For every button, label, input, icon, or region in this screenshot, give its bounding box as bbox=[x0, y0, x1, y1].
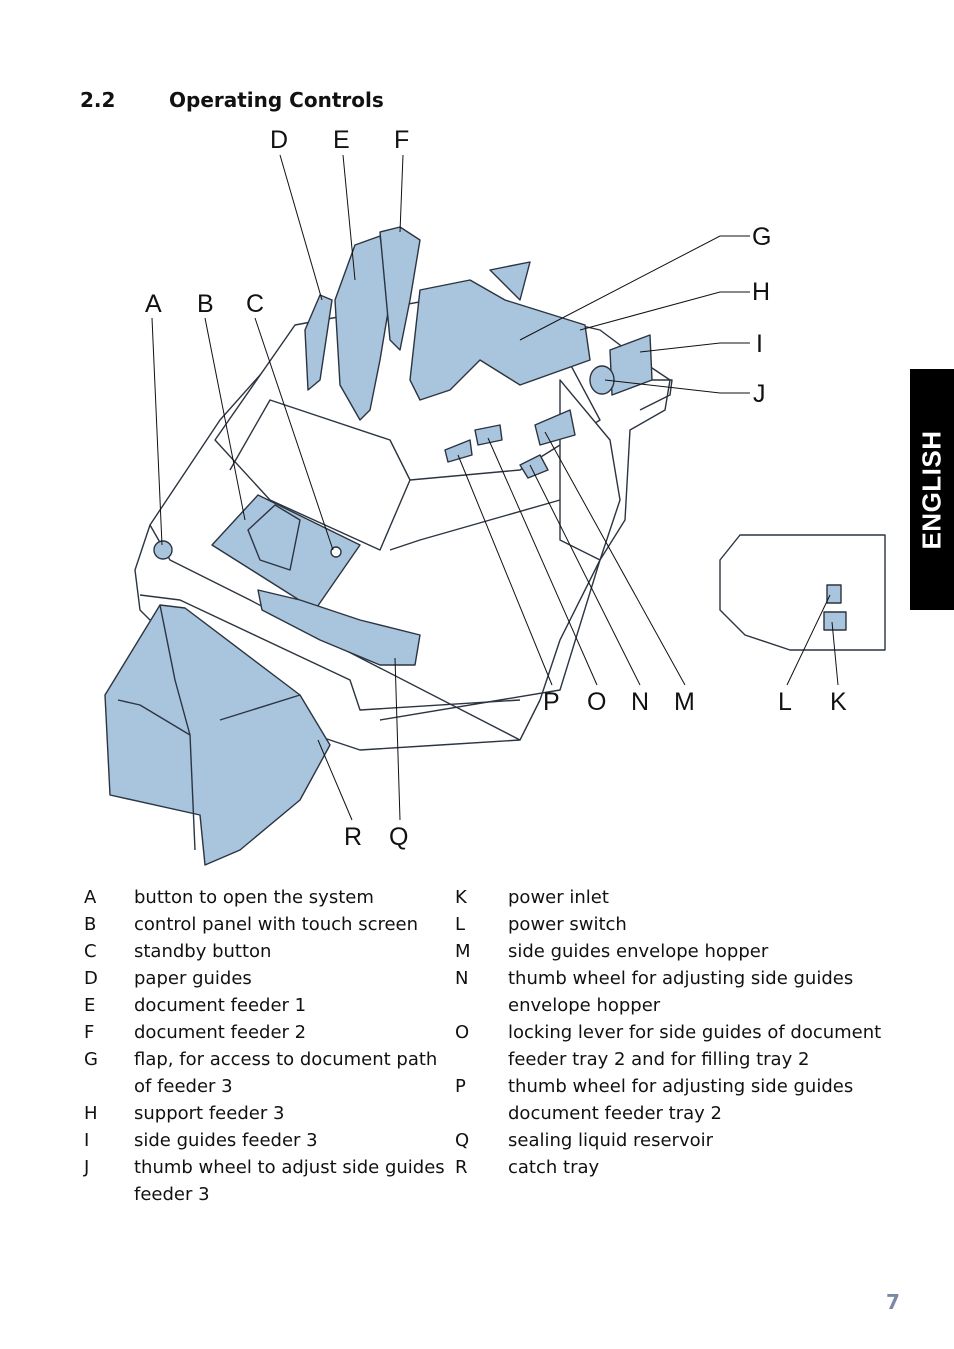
locking-lever-o bbox=[474, 424, 503, 446]
callout-leader-lines bbox=[151, 154, 839, 821]
callout-q: Q bbox=[389, 823, 408, 851]
legend-desc: feeder tray 2 and for filling tray 2 bbox=[508, 1049, 810, 1070]
legend-desc: side guides feeder 3 bbox=[134, 1130, 318, 1151]
callout-l: L bbox=[778, 688, 792, 716]
legend-desc: side guides envelope hopper bbox=[508, 941, 769, 962]
machine-illustration: A B C D E F G H I J K L M N O P Q R bbox=[104, 126, 886, 866]
legend-key: A bbox=[84, 887, 97, 908]
callout-i: I bbox=[756, 330, 763, 358]
legend-desc: paper guides bbox=[134, 968, 252, 989]
legend-key: I bbox=[84, 1130, 90, 1151]
legend-key: D bbox=[84, 968, 98, 989]
legend-key: P bbox=[455, 1076, 466, 1097]
legend-key: N bbox=[455, 968, 469, 989]
legend-desc: power switch bbox=[508, 914, 627, 935]
machine-drawing bbox=[104, 226, 886, 866]
legend-desc: flap, for access to document path bbox=[134, 1049, 438, 1070]
callout-g: G bbox=[752, 223, 771, 251]
legend-desc: sealing liquid reservoir bbox=[508, 1130, 714, 1151]
language-tab: ENGLISH bbox=[910, 369, 954, 610]
callout-r: R bbox=[344, 823, 362, 851]
power-inlet bbox=[823, 611, 847, 631]
legend-key: C bbox=[84, 941, 97, 962]
legend-desc: document feeder tray 2 bbox=[508, 1103, 722, 1124]
power-switch bbox=[826, 584, 842, 604]
page-number: 7 bbox=[886, 1290, 900, 1314]
feeder-3-support bbox=[409, 279, 591, 401]
legend-key: J bbox=[84, 1157, 90, 1178]
legend-desc: thumb wheel to adjust side guides bbox=[134, 1157, 445, 1178]
legend-key: E bbox=[84, 995, 96, 1016]
callout-o: O bbox=[587, 688, 606, 716]
callout-d: D bbox=[270, 126, 288, 154]
callout-f: F bbox=[394, 126, 409, 154]
section-number: 2.2 bbox=[80, 88, 116, 112]
legend-desc: support feeder 3 bbox=[134, 1103, 285, 1124]
legend-desc: button to open the system bbox=[134, 887, 374, 908]
callout-h: H bbox=[752, 278, 770, 306]
callout-m: M bbox=[674, 688, 695, 716]
legend-desc: thumb wheel for adjusting side guides bbox=[508, 1076, 854, 1097]
legend-desc: control panel with touch screen bbox=[134, 914, 419, 935]
legend-desc: document feeder 2 bbox=[134, 1022, 307, 1043]
legend-key: G bbox=[84, 1049, 98, 1070]
thumb-wheel-n bbox=[519, 454, 549, 479]
callout-k: K bbox=[830, 688, 847, 716]
callout-p: P bbox=[543, 688, 560, 716]
legend-desc: catch tray bbox=[508, 1157, 600, 1178]
callout-c: C bbox=[246, 290, 264, 318]
legend-key: R bbox=[455, 1157, 468, 1178]
callout-n: N bbox=[631, 688, 649, 716]
power-side-inset bbox=[719, 534, 886, 651]
thumb-wheel-p bbox=[444, 439, 473, 463]
callout-e: E bbox=[333, 126, 350, 154]
legend-key: B bbox=[84, 914, 97, 935]
section-title: Operating Controls bbox=[169, 88, 384, 112]
legend-desc: envelope hopper bbox=[508, 995, 661, 1016]
legend-key: L bbox=[455, 914, 466, 935]
legend-desc: document feeder 1 bbox=[134, 995, 307, 1016]
reservoir-assembly bbox=[257, 589, 421, 666]
legend-key: F bbox=[84, 1022, 95, 1043]
callout-letters: A B C D E F G H I J K L M N O P Q R bbox=[145, 126, 847, 851]
legend-desc: feeder 3 bbox=[134, 1184, 210, 1205]
envelope-hopper-guides bbox=[534, 409, 576, 446]
callout-b: B bbox=[197, 290, 214, 318]
thumb-wheel-j bbox=[589, 365, 615, 395]
legend-key: O bbox=[455, 1022, 470, 1043]
legend-desc: standby button bbox=[134, 941, 272, 962]
legend-key: M bbox=[455, 941, 471, 962]
legend-desc: of feeder 3 bbox=[134, 1076, 233, 1097]
paper-guides bbox=[304, 294, 333, 391]
legend-desc: thumb wheel for adjusting side guides bbox=[508, 968, 854, 989]
feeder-1-tray bbox=[334, 235, 391, 421]
legend-desc: locking lever for side guides of documen… bbox=[508, 1022, 882, 1043]
legend-desc: power inlet bbox=[508, 887, 609, 908]
catch-tray bbox=[104, 604, 331, 866]
legend-key: K bbox=[455, 887, 467, 908]
callout-a: A bbox=[145, 290, 162, 318]
legend-key: H bbox=[84, 1103, 98, 1124]
open-button bbox=[153, 540, 173, 560]
legend-key: Q bbox=[455, 1130, 470, 1151]
callout-j: J bbox=[753, 380, 766, 408]
